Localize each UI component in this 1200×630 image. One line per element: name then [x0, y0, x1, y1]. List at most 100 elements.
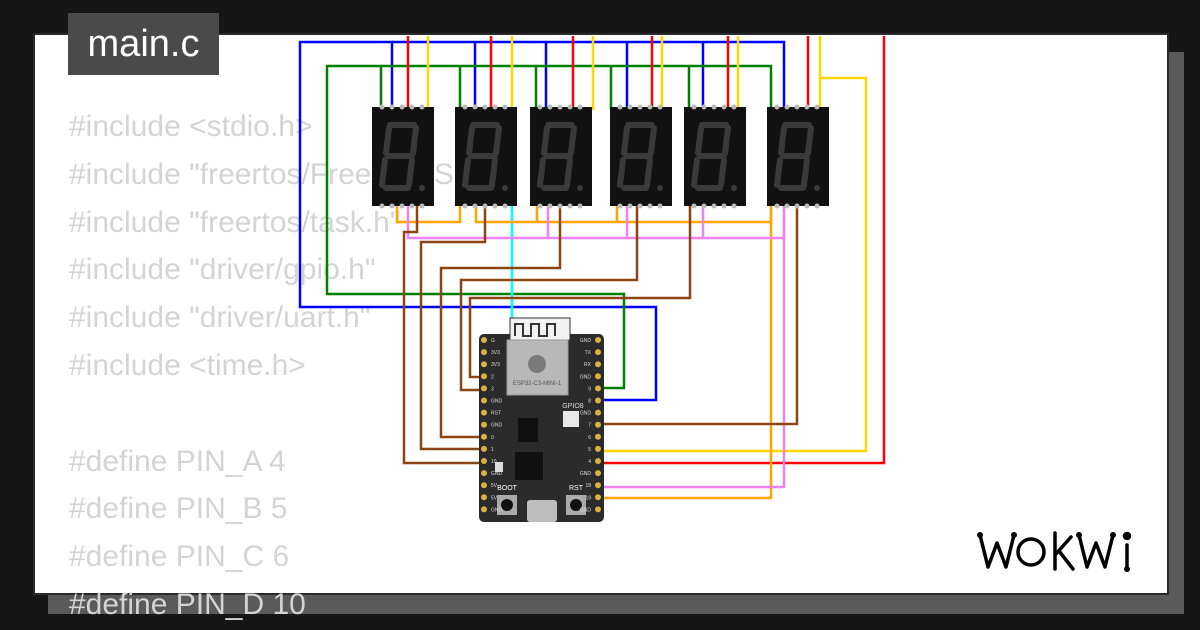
segment	[541, 125, 550, 156]
code-line: #define PIN_C 6	[69, 540, 290, 574]
display-pin	[774, 203, 780, 209]
board-pin[interactable]	[481, 445, 487, 452]
wire-brown	[468, 206, 692, 379]
wire-brown	[459, 206, 639, 392]
display-pin	[657, 203, 663, 209]
board-pin[interactable]	[481, 337, 487, 343]
board-pin[interactable]	[595, 409, 601, 416]
board-pin[interactable]	[481, 506, 487, 513]
board-pin[interactable]	[481, 433, 487, 440]
segment	[410, 125, 419, 156]
code-preview: #include <stdio.h>#include "freertos/Fre…	[69, 103, 489, 629]
wire-brown	[598, 206, 799, 426]
seven-segment-display[interactable]	[767, 104, 829, 209]
display-pin	[389, 203, 395, 209]
display-pin	[492, 203, 498, 209]
seven-segment-display[interactable]	[684, 104, 746, 209]
boot-button-cap[interactable]	[501, 499, 513, 511]
wire-blue	[392, 40, 786, 110]
decimal-point	[657, 185, 663, 191]
wire-orange	[395, 206, 773, 224]
wire-green	[381, 64, 773, 110]
gpio8-label: GPIO8	[562, 403, 584, 410]
display-pin	[647, 104, 653, 110]
code-line: #define PIN_A 4	[69, 444, 286, 478]
seven-segment-display[interactable]	[610, 104, 672, 209]
pin-label: 3V3	[491, 350, 500, 356]
board-pin[interactable]	[595, 482, 601, 489]
board-pin[interactable]	[595, 385, 601, 392]
board-pin[interactable]	[481, 458, 487, 464]
segment	[379, 157, 388, 188]
board-pin[interactable]	[595, 506, 601, 513]
board-pin[interactable]	[595, 361, 601, 368]
rst-button-cap[interactable]	[570, 499, 582, 511]
board-pin[interactable]	[481, 349, 487, 356]
pin-label: 10	[491, 459, 497, 465]
board-pin[interactable]	[595, 445, 601, 452]
pin-label: GND	[491, 471, 503, 477]
board-pin[interactable]	[595, 349, 601, 356]
display-pin	[389, 104, 395, 110]
display-pin	[472, 104, 478, 110]
segment	[466, 125, 475, 156]
segment	[805, 125, 814, 156]
display-pin	[617, 203, 623, 209]
display-pin	[547, 203, 553, 209]
segment	[383, 125, 392, 156]
rgb-led	[563, 411, 579, 427]
pin-label: G	[491, 338, 495, 344]
display-pin	[419, 104, 425, 110]
wire-yellow	[598, 76, 868, 453]
board-pin[interactable]	[595, 433, 601, 440]
segment	[564, 157, 573, 188]
seven-segment-display[interactable]	[455, 104, 517, 209]
board-pin[interactable]	[481, 409, 487, 416]
wire-brown	[439, 206, 562, 439]
segment	[489, 157, 498, 188]
board-pin[interactable]	[481, 385, 487, 392]
board-pin[interactable]	[595, 470, 601, 477]
segment	[493, 125, 502, 156]
board-pin[interactable]	[481, 361, 487, 368]
decimal-point	[502, 185, 508, 191]
display-pin	[409, 203, 415, 209]
board-pin[interactable]	[481, 421, 487, 428]
board-pin[interactable]	[481, 373, 487, 380]
seven-segment-display[interactable]	[372, 104, 434, 209]
board-pin[interactable]	[481, 470, 487, 477]
board-pin[interactable]	[481, 397, 487, 404]
board-pin[interactable]	[595, 494, 601, 501]
display-pin	[537, 203, 543, 209]
display-pin	[814, 203, 820, 209]
antenna-trace	[514, 323, 556, 337]
segment	[644, 157, 653, 188]
display-pin	[482, 104, 488, 110]
segment	[718, 157, 727, 188]
display-pin	[691, 203, 697, 209]
pin-label: GND	[580, 507, 592, 513]
display-pin	[721, 104, 727, 110]
board-pin[interactable]	[595, 458, 601, 464]
board-pin[interactable]	[595, 397, 601, 404]
board-pin[interactable]	[481, 482, 487, 489]
segment	[778, 125, 787, 156]
display-pin	[774, 104, 780, 110]
seven-segment-display[interactable]	[530, 104, 592, 209]
board-pin[interactable]	[595, 421, 601, 428]
display-pin	[409, 104, 415, 110]
display-pin	[711, 203, 717, 209]
esp32-c3-devkit[interactable]: ESP32-C3-MINI-1 GPIO8 BOOT RST G3V33V323…	[479, 317, 604, 522]
display-pin	[399, 203, 405, 209]
project-card[interactable]: #include <stdio.h>#include "freertos/Fre…	[33, 33, 1169, 621]
display-pin	[731, 104, 737, 110]
display-pin	[701, 203, 707, 209]
pin-label: 4	[588, 459, 591, 465]
display-pin	[804, 104, 810, 110]
wire-orange	[598, 206, 773, 500]
board-pin[interactable]	[595, 337, 601, 343]
board-pin[interactable]	[481, 494, 487, 501]
board-pin[interactable]	[595, 373, 601, 380]
file-tab[interactable]: main.c	[68, 13, 219, 75]
